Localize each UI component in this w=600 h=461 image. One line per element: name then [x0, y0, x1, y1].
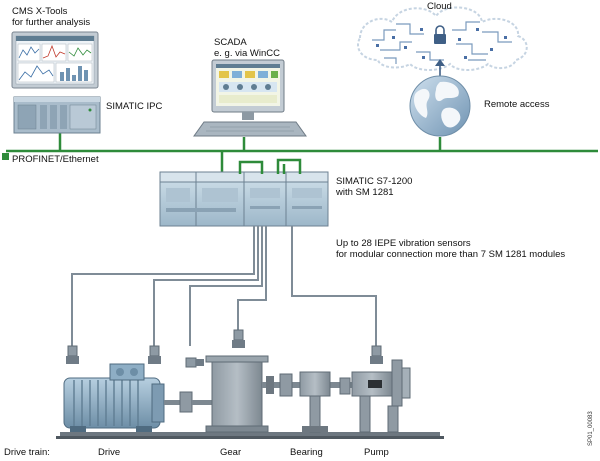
sensor-cables [71, 226, 377, 346]
sensor-icon [370, 345, 383, 364]
figure-code: SP01_00083 [588, 411, 594, 446]
pump-label: Pump [364, 447, 389, 458]
vibration-sensors [66, 329, 383, 368]
pump-icon [351, 359, 411, 433]
motor-icon [63, 363, 165, 432]
drive-train [56, 355, 444, 439]
scada-label-line1: SCADA [214, 37, 247, 48]
profinet-label: PROFINET/Ethernet [12, 154, 99, 165]
ipc-label: SIMATIC IPC [106, 101, 163, 112]
scada-computer-icon [193, 59, 307, 137]
globe-icon [409, 75, 471, 137]
plc-label-line1: SIMATIC S7-1200 [336, 176, 413, 187]
sensor-icon [148, 345, 161, 364]
bearing-label: Bearing [290, 447, 323, 458]
bearing-icon [299, 371, 331, 433]
scada-label-line2: e. g. via WinCC [214, 48, 280, 59]
cms-monitor-icon [11, 31, 99, 89]
cms-label-line1: CMS X-Tools [12, 6, 68, 17]
gear-label: Gear [220, 447, 242, 458]
plc-label-line2: with SM 1281 [336, 187, 394, 198]
sensors-label-line2: for modular connection more than 7 SM 12… [336, 249, 566, 260]
sensor-icon [185, 357, 204, 368]
simatic-ipc-icon [13, 96, 101, 134]
plc-s7-1200-icon [159, 158, 329, 227]
cloud-label: Cloud [427, 1, 452, 12]
remote-access-label: Remote access [484, 99, 550, 110]
cloud-icon [357, 6, 528, 78]
sensor-icon [66, 345, 79, 364]
drive-label: Drive [98, 447, 121, 458]
sensors-label-line1: Up to 28 IEPE vibration sensors [336, 238, 471, 249]
cms-label-line2: for further analysis [12, 17, 91, 28]
gearbox-icon [205, 355, 269, 433]
profinet-bus [2, 133, 598, 175]
drive-train-label: Drive train: [4, 447, 50, 458]
sensor-icon [232, 329, 245, 348]
